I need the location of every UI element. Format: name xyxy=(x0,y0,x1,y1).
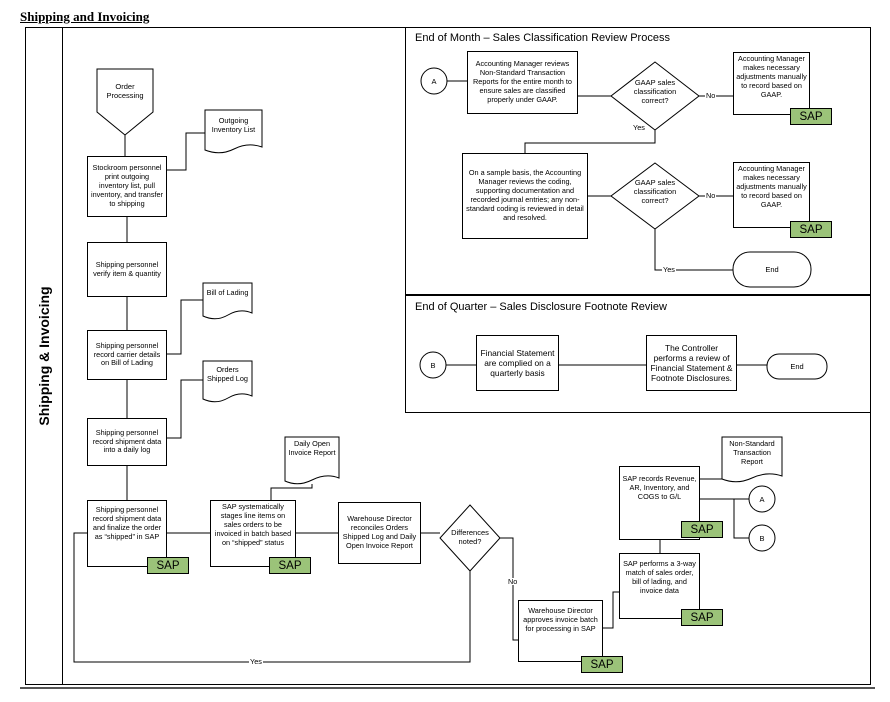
outgoing-inventory-list: Outgoing Inventory List xyxy=(211,116,256,134)
record-carrier-box: Shipping personnel record carrier detail… xyxy=(87,330,167,380)
gaap2-label: GAAP sales classification correct? xyxy=(633,178,677,205)
stockroom-print-box: Stockroom personnel print outgoing inven… xyxy=(87,156,167,217)
order-processing-label: Order Processing xyxy=(106,82,144,100)
flow-label-no-gaap2: No xyxy=(705,191,717,200)
connector-a-right-label: A xyxy=(759,495,765,504)
connector-b-right-label: B xyxy=(759,534,765,543)
sap-tag-match: SAP xyxy=(681,609,723,626)
sap-tag-records: SAP xyxy=(681,521,723,538)
end-of-quarter-title: End of Quarter – Sales Disclosure Footno… xyxy=(415,301,667,313)
sap-three-way-match-box: SAP performs a 3-way match of sales orde… xyxy=(619,553,700,619)
fs-complied-box: Financial Statement are complied on a qu… xyxy=(476,335,559,391)
verify-item-box: Shipping personnel verify item & quantit… xyxy=(87,242,167,297)
am-adjust-box-2: Accounting Manager makes necessary adjus… xyxy=(733,162,810,228)
bottom-rule xyxy=(20,687,875,689)
gaap1-label: GAAP sales classification correct? xyxy=(633,78,677,105)
end2-label: End xyxy=(790,362,804,371)
orders-shipped-log-doc-shape xyxy=(202,360,253,403)
warehouse-reconcile-box: Warehouse Director reconciles Orders Shi… xyxy=(338,502,421,564)
nonstandard-report-doc-shape xyxy=(721,436,783,483)
controller-review-box: The Controller performs a review of Fina… xyxy=(646,335,737,391)
bill-of-lading-doc-shape xyxy=(202,282,253,320)
daily-open-invoice-report: Daily Open Invoice Report xyxy=(288,439,336,457)
sap-tag-approve: SAP xyxy=(581,656,623,673)
flow-label-yes-differences: Yes xyxy=(249,657,263,666)
sap-stages-box: SAP systematically stages line items on … xyxy=(210,500,296,567)
nonstandard-transaction-report: Non-Standard Transaction Report xyxy=(729,439,775,466)
flow-label-yes-gaap1: Yes xyxy=(632,123,646,132)
sap-tag-stages: SAP xyxy=(269,557,311,574)
flow-label-yes-gaap2: Yes xyxy=(662,265,676,274)
orders-shipped-log-document: Orders Shipped Log xyxy=(207,365,248,383)
flow-label-no-differences: No xyxy=(507,577,519,586)
bill-of-lading-document: Bill of Lading xyxy=(206,288,249,297)
connector-a-top-label: A xyxy=(431,77,437,86)
warehouse-approve-box: Warehouse Director approves invoice batc… xyxy=(518,600,603,662)
flow-label-no-gaap1: No xyxy=(705,91,717,100)
order-processing-shape xyxy=(96,68,154,136)
sap-tag-adjust-1: SAP xyxy=(790,108,832,125)
sap-tag-adjust-2: SAP xyxy=(790,221,832,238)
lane-divider xyxy=(62,27,63,685)
page-title: Shipping and Invoicing xyxy=(20,9,150,24)
differences-label: Differences noted? xyxy=(451,528,489,546)
am-adjust-box-1: Accounting Manager makes necessary adjus… xyxy=(733,52,810,115)
connector-b-left-label: B xyxy=(430,361,436,370)
sample-review-box: On a sample basis, the Accounting Manage… xyxy=(462,153,588,239)
am-reviews-box: Accounting Manager reviews Non-Standard … xyxy=(467,51,578,114)
end2-terminator xyxy=(766,353,828,380)
end1-label: End xyxy=(765,265,779,274)
daily-open-invoice-doc-shape xyxy=(284,436,340,485)
finalize-order-box: Shipping personnel record shipment data … xyxy=(87,500,167,567)
record-daily-log-box: Shipping personnel record shipment data … xyxy=(87,418,167,466)
end-of-month-title: End of Month – Sales Classification Revi… xyxy=(415,32,670,44)
sap-tag-finalize: SAP xyxy=(147,557,189,574)
outgoing-inventory-doc-shape xyxy=(204,109,263,154)
